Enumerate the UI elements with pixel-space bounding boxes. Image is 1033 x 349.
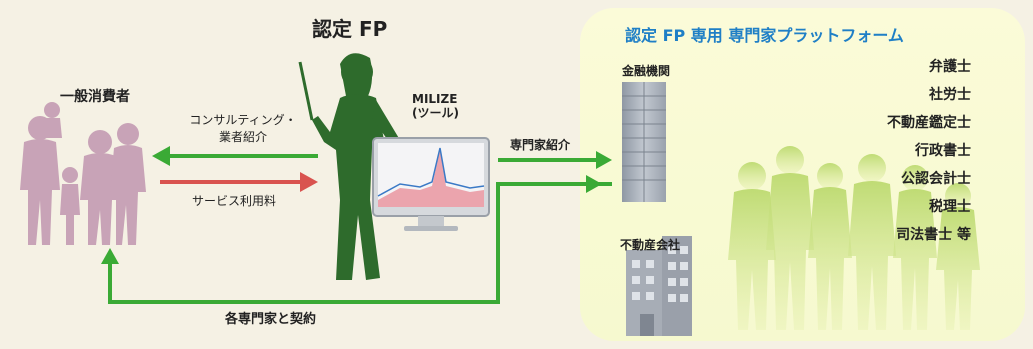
financial-institution-label: 金融機関 [622,64,671,78]
expert-item: 行政書士 [915,143,971,159]
expert-professionals-figures [728,146,980,330]
expert-item: 司法書士 等 [896,227,971,243]
tool-label: MILIZE (ツール) [412,92,459,120]
tool-label-line2: (ツール) [412,106,459,120]
arrow-consulting-to-consumer [152,146,318,166]
tool-label-line1: MILIZE [412,92,458,106]
consumer-label: 一般消費者 [60,89,130,105]
expert-item: 不動産鑑定士 [887,115,971,131]
consult-label: コンサルティング・ 業者紹介 [168,112,318,146]
realestate-company-label: 不動産会社 [620,238,681,252]
fp-title: 認定 FP [312,17,388,41]
referral-label: 専門家紹介 [510,138,571,152]
fp-presenter-figure [298,53,400,280]
arrow-fee-to-fp [160,172,318,192]
arrow-contract-loop [101,175,612,304]
expert-item: 弁護士 [929,59,971,75]
platform-title: 認定 FP 専用 専門家プラットフォーム [625,26,904,45]
contract-label: 各専門家と契約 [225,312,317,327]
fee-label: サービス利用料 [192,194,277,208]
expert-item: 社労士 [929,87,971,103]
consumer-family-figure [20,102,146,245]
arrow-expert-referral [498,151,612,169]
monitor-icon [372,137,490,231]
financial-institution-building [622,82,666,202]
expert-item: 公認会計士 [901,171,971,187]
consult-label-line1: コンサルティング・ [189,113,297,127]
consult-label-line2: 業者紹介 [218,130,267,144]
expert-item: 税理士 [929,199,971,215]
realestate-company-building [626,236,692,336]
